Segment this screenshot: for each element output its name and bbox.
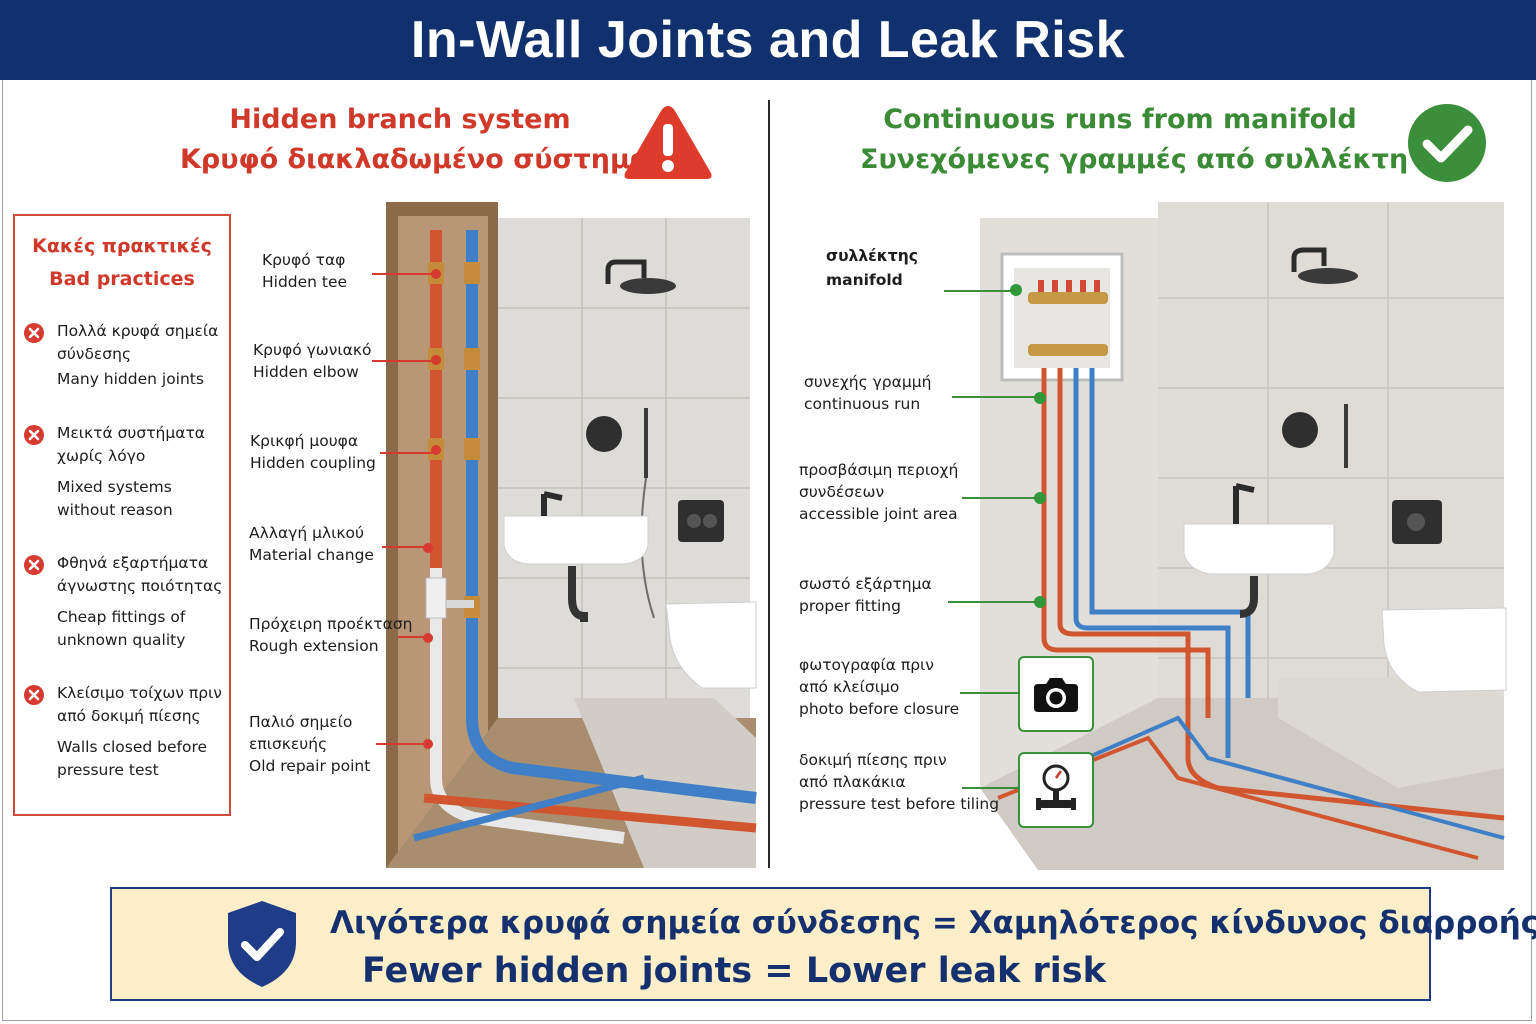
leader-line [372, 273, 436, 275]
left-bathroom-illustration [386, 202, 757, 868]
x-circle-icon [24, 323, 44, 343]
right-heading-en: Continuous runs from manifold [883, 104, 1357, 135]
warning-triangle-icon [624, 106, 712, 179]
leader-line [962, 787, 1018, 789]
summary-banner [110, 887, 1431, 1001]
check-circle-icon [1408, 104, 1486, 182]
cold-run [1073, 368, 1231, 758]
page-title: In-Wall Joints and Leak Risk [410, 11, 1126, 69]
hot-run [1041, 368, 1211, 718]
sink [503, 515, 649, 565]
camera-icon [1034, 678, 1078, 712]
bad-practice-en: Many hidden joints [57, 370, 204, 388]
pressure-gauge-icon-box [1018, 752, 1094, 828]
x-circle-icon [24, 685, 44, 705]
manifold-bar-bottom [1028, 344, 1108, 356]
toilet [1381, 607, 1507, 693]
faucet [1233, 483, 1255, 524]
camera-icon-box [1018, 656, 1094, 732]
pressure-gauge-icon [1036, 764, 1076, 810]
shower-head [620, 278, 676, 294]
title-banner [0, 0, 1536, 80]
leader-line [380, 452, 436, 454]
left-heading-en: Hidden branch system [229, 104, 571, 135]
right-bathroom-illustration [980, 202, 1507, 870]
leader-line [944, 290, 1016, 292]
right-heading-gr: Συνεχόμενες γραμμές από συλλέκτη [860, 144, 1409, 175]
leader-line [960, 692, 1018, 694]
shower-valve [586, 416, 622, 452]
summary-en: Fewer hidden joints = Lower leak risk [362, 951, 1106, 991]
x-circle-icon [24, 555, 44, 575]
leader-line [376, 743, 428, 745]
toilet [665, 601, 757, 689]
cold-pipe [466, 230, 757, 804]
summary-gr: Λιγότερα κρυφά σημεία σύνδεσης = Χαμηλότ… [330, 905, 1536, 941]
left-heading-gr: Κρυφό διακλαδωμένο σύστημα [180, 144, 649, 175]
content-frame [2, 80, 1532, 1021]
bad-practices-title-gr: Κακές πρακτικές [32, 235, 212, 257]
manifold-bar-top [1028, 292, 1108, 304]
sink [1183, 523, 1335, 575]
shower-valve [1282, 412, 1318, 448]
bad-practices-title: Κακές πρακτικές Bad practices [15, 230, 229, 296]
leader-line [398, 636, 428, 638]
x-circle-icon [24, 425, 44, 445]
faucet [541, 491, 563, 516]
leader-line [948, 601, 1040, 603]
bad-practices-title-en: Bad practices [49, 268, 195, 290]
shield-check-icon [228, 901, 296, 987]
right-heading: Continuous runs from manifold Συνεχόμενε… [860, 100, 1409, 180]
leader-line [962, 497, 1040, 499]
leader-line [952, 396, 1040, 398]
panel-divider [768, 100, 770, 868]
leader-line [372, 360, 436, 362]
left-heading: Hidden branch system Κρυφό διακλαδωμένο … [180, 100, 649, 180]
bad-practices-box: Κακές πρακτικές Bad practices Πολλά κρυφ… [13, 214, 231, 816]
shower-head [1298, 268, 1358, 284]
leader-line [382, 546, 428, 548]
